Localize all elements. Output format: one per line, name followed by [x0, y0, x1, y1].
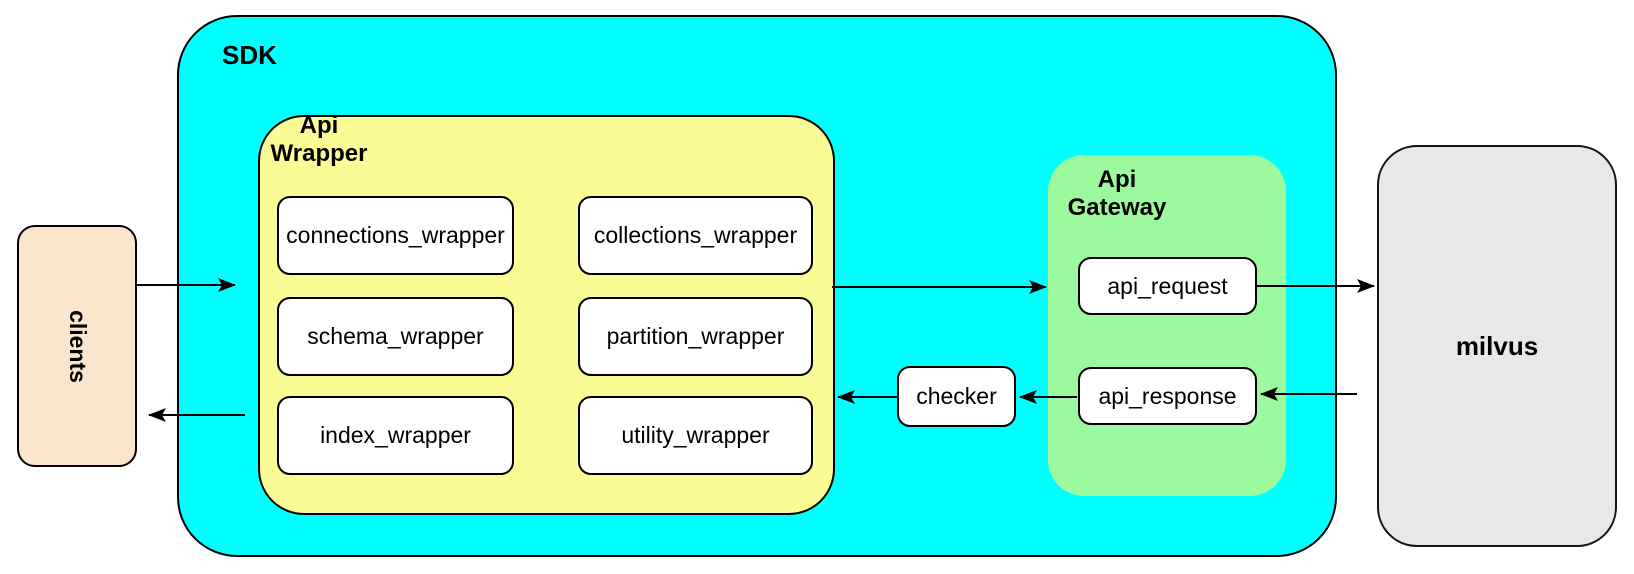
node-partition-wrapper: partition_wrapper — [578, 297, 813, 376]
milvus-label: milvus — [1455, 330, 1539, 361]
node-index-wrapper: index_wrapper — [277, 396, 514, 475]
node-collections-wrapper: collections_wrapper — [578, 196, 813, 275]
node-checker: checker — [897, 366, 1016, 427]
node-api-request: api_request — [1078, 257, 1257, 315]
api-gateway-label: Api Gateway — [1067, 166, 1167, 222]
node-utility-wrapper: utility_wrapper — [578, 396, 813, 475]
clients-label: clients — [64, 309, 91, 383]
node-api-response: api_response — [1078, 367, 1257, 425]
api-wrapper-label: Api Wrapper — [270, 112, 368, 168]
api-gateway-container — [1048, 155, 1286, 496]
node-connections-wrapper: connections_wrapper — [277, 196, 514, 275]
sdk-label: SDK — [222, 40, 277, 70]
milvus-node: milvus — [1377, 145, 1617, 547]
clients-node: clients — [17, 225, 137, 467]
node-schema-wrapper: schema_wrapper — [277, 297, 514, 376]
